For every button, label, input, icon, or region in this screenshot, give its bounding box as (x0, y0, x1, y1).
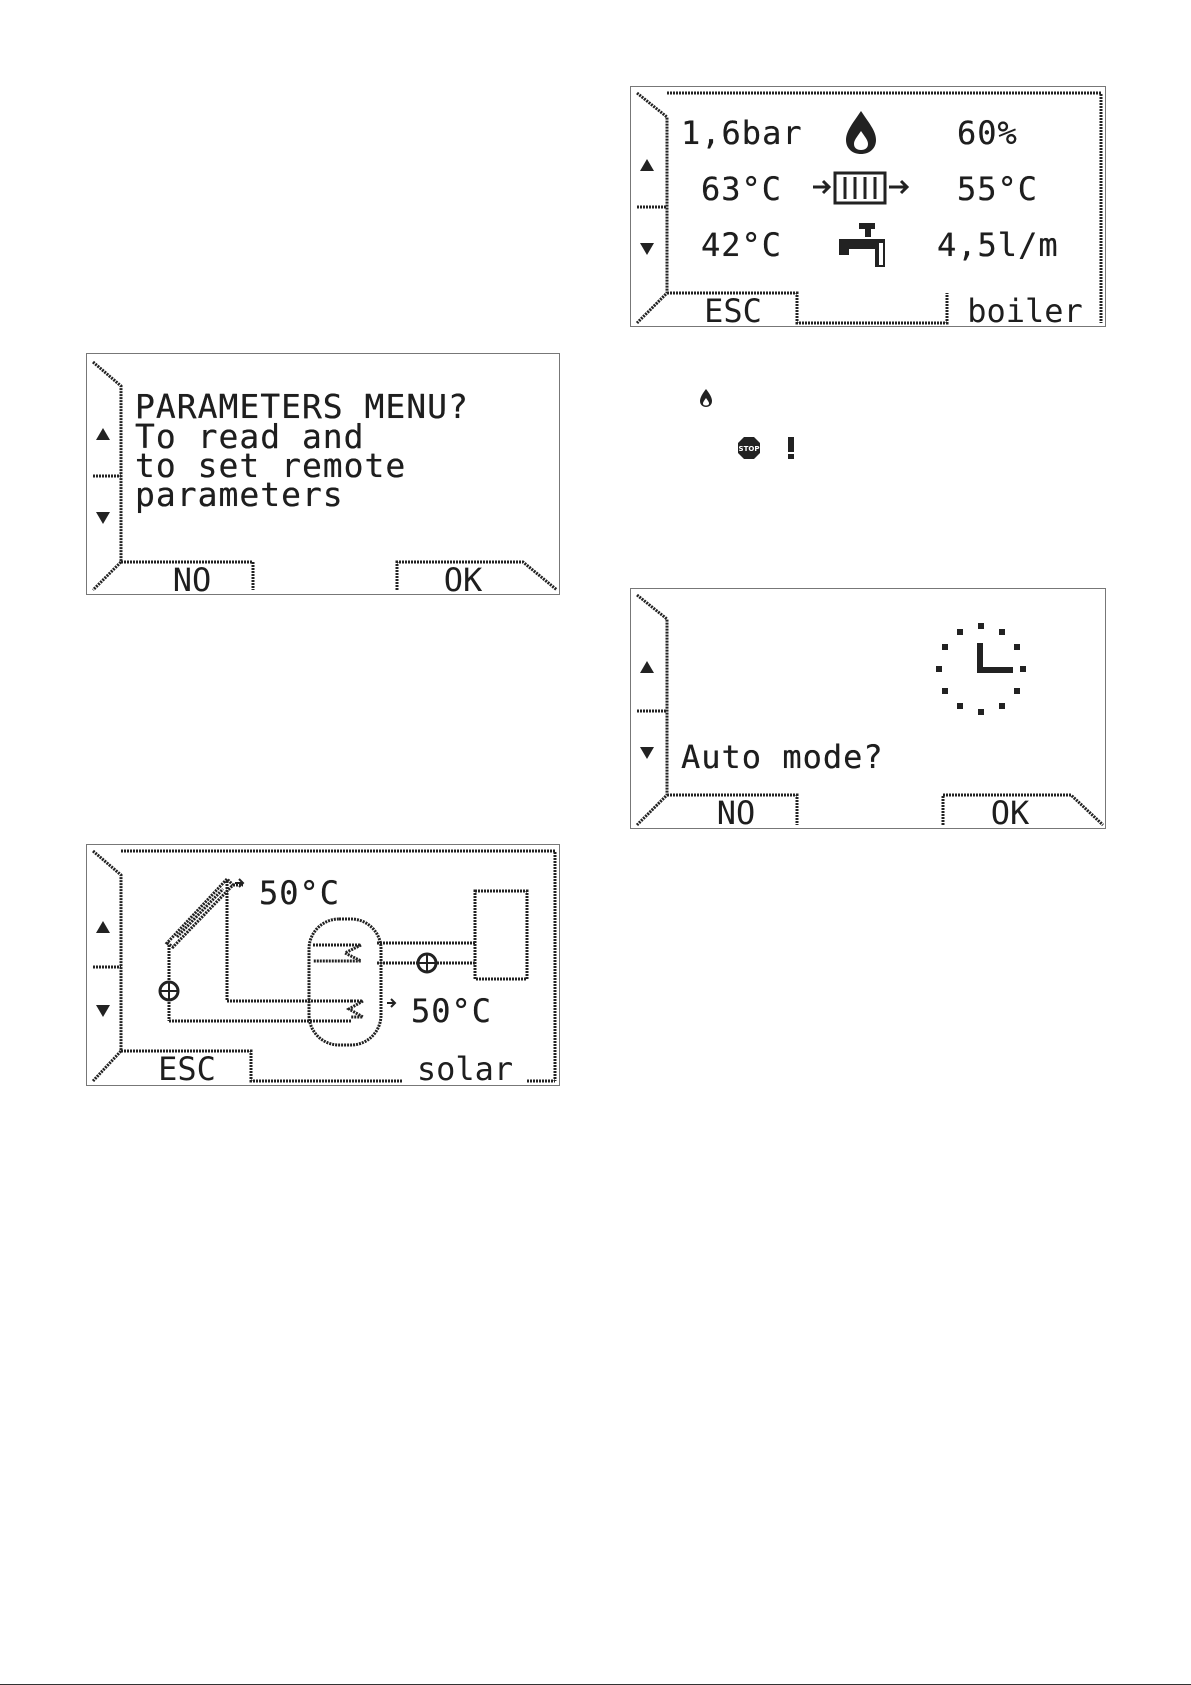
radiator-icon (811, 167, 931, 207)
auto-mode-screen: Auto mode? NO OK (630, 588, 1106, 829)
parameters-menu-screen: PARAMETERS MENU? To read and to set remo… (86, 353, 560, 595)
clock-icon (931, 619, 1031, 719)
esc-button[interactable]: ESC (131, 1053, 243, 1085)
flame-icon (698, 388, 714, 408)
exclamation-icon (786, 436, 796, 460)
flow-temp-value: 63°C (701, 173, 782, 205)
down-arrow-icon[interactable] (95, 510, 111, 526)
collector-temp-value: 50°C (259, 877, 340, 909)
dhw-flow-value: 4,5l/m (937, 229, 1059, 261)
auto-mode-prompt: Auto mode? (681, 741, 884, 773)
esc-button[interactable]: ESC (677, 295, 789, 327)
down-arrow-icon[interactable] (639, 241, 655, 257)
up-arrow-icon[interactable] (95, 426, 111, 442)
dhw-temp-value: 42°C (701, 229, 782, 261)
solar-button[interactable]: solar (407, 1053, 523, 1085)
up-arrow-icon[interactable] (639, 659, 655, 675)
up-arrow-icon[interactable] (639, 157, 655, 173)
return-temp-value: 55°C (957, 173, 1038, 205)
svg-text:STOP: STOP (739, 445, 760, 453)
flame-icon (843, 109, 879, 155)
ok-button[interactable]: OK (953, 797, 1067, 829)
no-button[interactable]: NO (137, 564, 247, 596)
solar-screen: 50°C 50°C ESC solar (86, 844, 560, 1086)
tap-icon (837, 221, 893, 269)
down-arrow-icon[interactable] (95, 1003, 111, 1019)
flame-percent-value: 60% (957, 117, 1018, 149)
lcd-frame (631, 589, 1107, 830)
up-arrow-icon[interactable] (95, 919, 111, 935)
stop-icon: STOP (737, 436, 761, 460)
no-button[interactable]: NO (681, 797, 791, 829)
boiler-button[interactable]: boiler (955, 295, 1095, 327)
tank-temp-value: 50°C (411, 995, 492, 1027)
ok-button[interactable]: OK (405, 564, 521, 596)
down-arrow-icon[interactable] (639, 745, 655, 761)
pressure-value: 1,6bar (681, 117, 803, 149)
boiler-screen: 1,6bar 60% 63°C 55°C 42°C 4,5l/m ESC boi… (630, 86, 1106, 327)
parameters-line-4: parameters (135, 478, 344, 511)
